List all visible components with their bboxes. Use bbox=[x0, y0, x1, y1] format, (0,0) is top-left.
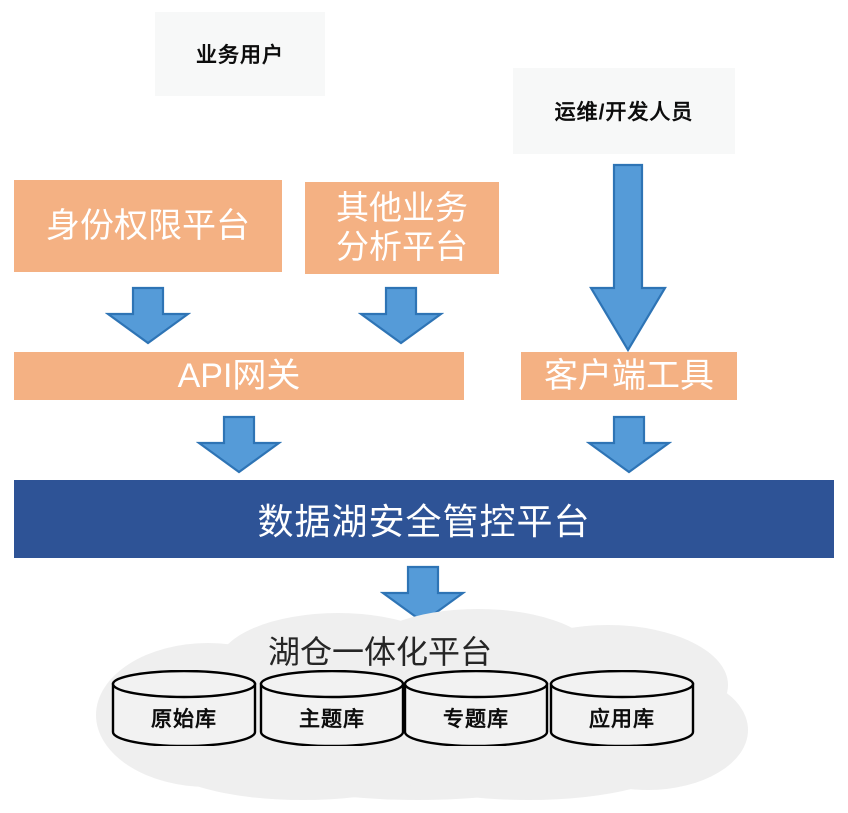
actor-box-business-user: 业务用户 bbox=[155, 12, 325, 96]
core-platform-bar: 数据湖安全管控平台 bbox=[14, 480, 834, 558]
database-label-topic: 专题库 bbox=[443, 708, 509, 731]
platform-box-client-tools: 客户端工具 bbox=[521, 352, 737, 400]
platform-box-identity: 身份权限平台 bbox=[14, 180, 282, 272]
arrow-core-to-lakehouse bbox=[380, 565, 466, 625]
actor-label-ops-dev: 运维/开发人员 bbox=[554, 101, 694, 124]
arrow-analytics-to-gateway bbox=[358, 286, 444, 346]
database-label-subject: 主题库 bbox=[299, 708, 365, 731]
database-cylinder-subject: 主题库 bbox=[258, 669, 406, 748]
platform-label-other-analytics-line1: 其他业务 bbox=[336, 189, 468, 227]
arrow-client-tools-to-core bbox=[586, 415, 672, 475]
arrow-identity-to-gateway bbox=[105, 286, 191, 346]
database-cylinder-topic: 专题库 bbox=[402, 669, 550, 748]
core-platform-label: 数据湖安全管控平台 bbox=[257, 501, 591, 542]
platform-box-other-analytics: 其他业务 分析平台 bbox=[305, 182, 499, 274]
arrow-ops-dev-to-client-tools bbox=[589, 163, 667, 353]
platform-box-api-gateway: API网关 bbox=[14, 352, 464, 400]
actor-box-ops-dev: 运维/开发人员 bbox=[513, 68, 735, 154]
database-label-raw: 原始库 bbox=[151, 708, 217, 731]
platform-label-api-gateway: API网关 bbox=[177, 356, 301, 395]
database-label-application: 应用库 bbox=[589, 708, 655, 731]
platform-label-client-tools: 客户端工具 bbox=[544, 356, 714, 395]
arrow-gateway-to-core bbox=[196, 415, 282, 475]
cloud-title-lakehouse: 湖仓一体化平台 bbox=[0, 627, 760, 673]
database-cylinder-application: 应用库 bbox=[548, 669, 696, 748]
platform-label-other-analytics-line2: 分析平台 bbox=[336, 228, 468, 265]
database-cylinder-raw: 原始库 bbox=[110, 669, 258, 748]
actor-label-business-user: 业务用户 bbox=[196, 44, 284, 67]
platform-label-identity: 身份权限平台 bbox=[46, 206, 250, 245]
cloud-title-text: 湖仓一体化平台 bbox=[267, 634, 492, 670]
